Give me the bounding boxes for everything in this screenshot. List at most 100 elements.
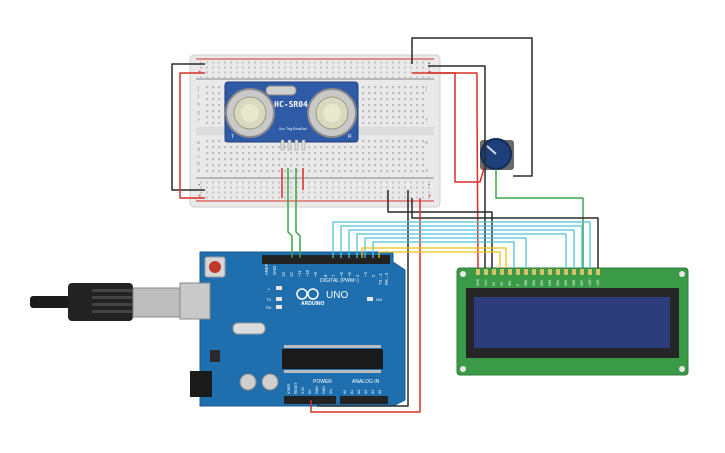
digital-pin-label: RX←0 xyxy=(384,272,389,285)
wire-lcd-rw xyxy=(361,247,507,268)
voltage-regulator xyxy=(210,350,220,362)
power-pin-label: RESET xyxy=(294,381,298,394)
analog-pin-label: A0 xyxy=(343,390,347,394)
lcd-pin-label: GND xyxy=(476,278,480,286)
sensor-pin xyxy=(287,139,292,151)
usb-port xyxy=(179,282,211,320)
lcd-pin-label: RW xyxy=(508,281,512,286)
sensor-r-label: R xyxy=(348,134,352,140)
lcd-pin-label: DB2 xyxy=(540,280,544,286)
wire-gnd-lcd xyxy=(387,190,493,268)
wire-pot-gnd xyxy=(411,37,533,177)
lcd-pin-label: DB0 xyxy=(524,280,528,286)
lcd-pin-label: DB5 xyxy=(564,280,568,286)
wires xyxy=(171,37,599,413)
wire-lcd-vcc xyxy=(428,72,479,269)
rail-minus-label: - xyxy=(428,61,431,68)
sensor-pin-vcc: Vcc xyxy=(279,127,285,131)
wire-arduino-5v xyxy=(310,198,421,413)
arduino-brand: ARDUINO xyxy=(301,301,324,307)
sensor-t-label: T xyxy=(231,134,234,140)
row-label: i xyxy=(197,94,200,100)
row-label: b xyxy=(197,161,200,167)
arduino-uno-board: AREF GND 13 12 ~11 ~10 ~9 8 7 ~6 ~5 4 ~3… xyxy=(30,251,406,407)
aref-label: AREF xyxy=(264,263,269,275)
lcd-pin-label: LED- xyxy=(596,279,600,286)
capacitor xyxy=(239,373,257,391)
wire-arduino-gnd xyxy=(317,190,409,407)
digital-pin-label: 13 xyxy=(281,272,286,277)
digital-pin-label: 7 xyxy=(331,274,336,277)
lcd-pin-label: DB1 xyxy=(532,280,536,286)
gnd-label: GND xyxy=(272,266,277,275)
power-pin-label: IOREF xyxy=(287,383,291,394)
digital-header-label: DIGITAL (PWM~) xyxy=(320,278,359,284)
wire-lcd-data xyxy=(348,229,575,268)
sensor-label: HC-SR04 xyxy=(274,100,308,109)
row-label: f xyxy=(425,118,428,124)
reset-button[interactable] xyxy=(204,256,226,278)
digital-pin-label: 12 xyxy=(289,272,294,277)
digital-pin-label: 4 xyxy=(355,274,360,277)
analog-pin-label: A3 xyxy=(364,390,368,394)
sensor-pin-echo: Echo xyxy=(293,127,301,131)
wire-lcd-data xyxy=(340,225,583,268)
wire-lcd-gnd xyxy=(428,65,486,268)
digital-pin-label: ~11 xyxy=(297,270,302,277)
atmega-chip xyxy=(282,349,383,369)
bottom-power-rail xyxy=(196,180,434,200)
row-label: e xyxy=(425,140,428,146)
led-l-label: L xyxy=(268,286,271,291)
lcd-pin-label: DB4 xyxy=(556,280,560,286)
rail-plus-label: + xyxy=(198,194,202,200)
wire-lcd-e xyxy=(372,241,515,268)
led-rx-label: RX xyxy=(266,305,272,310)
row-label: a xyxy=(425,168,428,174)
lcd-pin-label: E xyxy=(516,284,520,286)
digital-pin-label: ~3 xyxy=(363,272,368,277)
power-pin-label: GND xyxy=(315,386,319,394)
analog-pin-label: A2 xyxy=(357,390,361,394)
sensor-pin-gnd: Gnd xyxy=(300,127,307,131)
capacitor xyxy=(261,373,279,391)
led-on xyxy=(367,297,373,301)
power-pin-label: 3.3V xyxy=(301,386,305,394)
wire-pot-wiper xyxy=(495,169,584,268)
sensor-pin xyxy=(294,139,299,151)
analog-header-label: ANALOG IN xyxy=(352,379,380,385)
digital-pin-label: TX→1 xyxy=(378,272,383,285)
wire-lcd-data xyxy=(332,221,591,268)
receiver-transducer xyxy=(307,88,357,138)
crystal xyxy=(232,322,266,335)
wire-lcd-data xyxy=(356,233,567,268)
analog-pin-label: A1 xyxy=(350,390,354,394)
wire-lcd-v0 xyxy=(378,251,501,268)
lcd-pin-label: DB3 xyxy=(548,280,552,286)
sensor-pin xyxy=(301,139,306,151)
usb-cable xyxy=(30,283,182,321)
wire-led-gnd xyxy=(411,198,599,268)
analog-header xyxy=(340,396,388,404)
lcd-pin-label: LED+ xyxy=(588,278,592,286)
rail-minus-label: - xyxy=(198,182,201,189)
terminal-strip-bottom xyxy=(204,138,424,174)
row-label: e xyxy=(197,140,200,146)
digital-pin-label: ~10 xyxy=(305,269,310,277)
wire-trig xyxy=(287,176,293,258)
row-label: a xyxy=(197,168,200,174)
power-jack xyxy=(190,371,212,397)
row-label: d xyxy=(197,147,200,153)
row-label: h xyxy=(197,102,200,108)
row-label: j xyxy=(425,86,428,92)
lcd-pin-label: RS xyxy=(500,282,504,286)
wire-5v-left xyxy=(179,72,205,199)
lcd-pin-label: DB7 xyxy=(580,280,584,286)
sensor-pin-trig: Trig xyxy=(286,127,292,131)
power-header xyxy=(284,396,336,404)
arduino-logo: ARDUINO xyxy=(296,288,324,307)
row-label: c xyxy=(197,154,200,160)
rail-minus-label: - xyxy=(428,182,431,189)
led-on-label: ON xyxy=(376,297,382,302)
digital-header xyxy=(262,255,390,264)
